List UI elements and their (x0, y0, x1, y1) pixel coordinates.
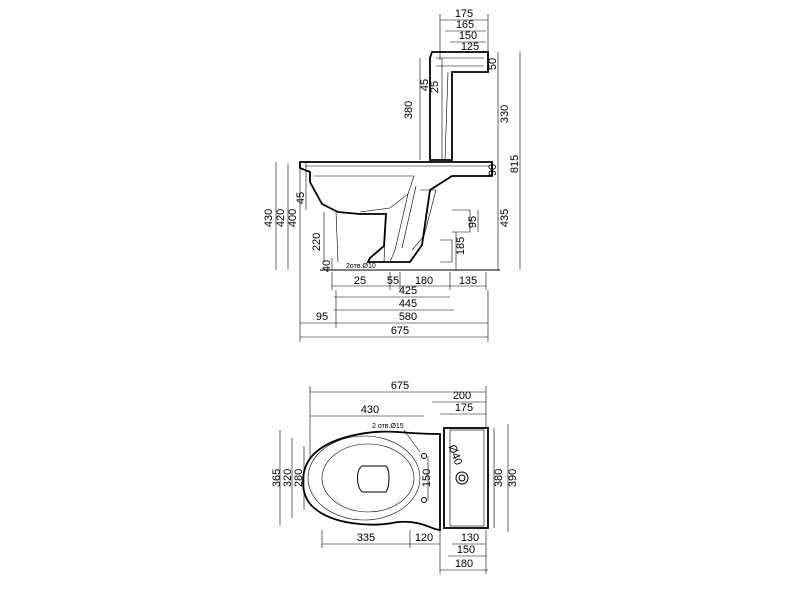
dim-side-h-10: 40 (321, 260, 333, 272)
dim-side-h-6: 435 (499, 209, 511, 227)
tank-outline (429, 51, 489, 161)
dim-side-bottom-2: 95 (316, 311, 328, 323)
dim-plan-bottom-1: 120 (415, 532, 433, 544)
dim-side-tank-2: 25 (429, 81, 441, 93)
dim-plan-right-1: 390 (507, 469, 519, 487)
plan-hole-note: 2 отв.Ø15 (372, 423, 404, 430)
plan-view: 675 430 200 175 2 отв.Ø15 Ø40 365 320 28… (271, 380, 519, 574)
dim-side-base-1: 55 (387, 275, 399, 287)
dim-side-bottom-0: 425 (399, 285, 417, 297)
dim-side-h-7: 95 (467, 216, 479, 228)
dim-side-top-2: 150 (459, 30, 477, 42)
dim-side-h-0: 815 (509, 155, 521, 173)
bowl-outline (299, 161, 493, 263)
dim-plan-bottom-3: 150 (457, 544, 475, 556)
dim-plan-center: 150 (421, 469, 433, 487)
seat-hole (357, 465, 390, 493)
dim-plan-left-2: 280 (293, 469, 305, 487)
dim-plan-bottom-0: 335 (357, 532, 375, 544)
dim-side-h-8: 185 (455, 237, 467, 255)
tank-plan-outline (443, 427, 489, 529)
dim-side-tank-4: 330 (499, 105, 511, 123)
dim-side-top-3: 125 (461, 41, 479, 53)
dim-plan-top-0: 675 (391, 380, 409, 392)
side-hole-note: 2отв.Ø10 (346, 263, 376, 270)
dim-plan-left-1: 320 (282, 469, 294, 487)
dim-plan-top-3: 175 (455, 402, 473, 414)
dim-side-h-4: 45 (295, 192, 307, 204)
dim-plan-right-0: 380 (493, 469, 505, 487)
dim-side-h-9: 220 (311, 233, 323, 251)
dim-side-h-5: 90 (487, 164, 499, 176)
dim-side-bottom-4: 675 (391, 325, 409, 337)
dim-side-tank-1: 45 (419, 79, 431, 91)
dim-side-tank-0: 50 (487, 58, 499, 70)
dim-plan-bottom-4: 180 (455, 558, 473, 570)
dim-plan-top-1: 430 (361, 404, 379, 416)
dim-side-tank-3: 380 (403, 101, 415, 119)
dim-side-top-1: 165 (456, 19, 474, 31)
dim-side-h-3: 400 (287, 209, 299, 227)
side-view: 175 165 150 125 50 45 25 380 330 815 90 … (263, 8, 521, 342)
dim-plan-bottom-2: 130 (461, 532, 479, 544)
dim-side-bottom-3: 580 (399, 311, 417, 323)
dim-side-h-1: 430 (263, 209, 275, 227)
plan-diameter-label: Ø40 (446, 443, 464, 467)
bowl-plan-outline (302, 430, 441, 531)
dim-plan-left-0: 365 (271, 469, 283, 487)
dim-side-base-2: 180 (415, 275, 433, 287)
dim-side-base-0: 25 (354, 275, 366, 287)
dim-side-base-3: 135 (459, 275, 477, 287)
dim-side-top-0: 175 (455, 8, 473, 20)
dim-side-h-2: 420 (275, 209, 287, 227)
dim-plan-top-2: 200 (453, 390, 471, 402)
flush-button (455, 471, 469, 485)
dim-side-bottom-1: 445 (399, 298, 417, 310)
